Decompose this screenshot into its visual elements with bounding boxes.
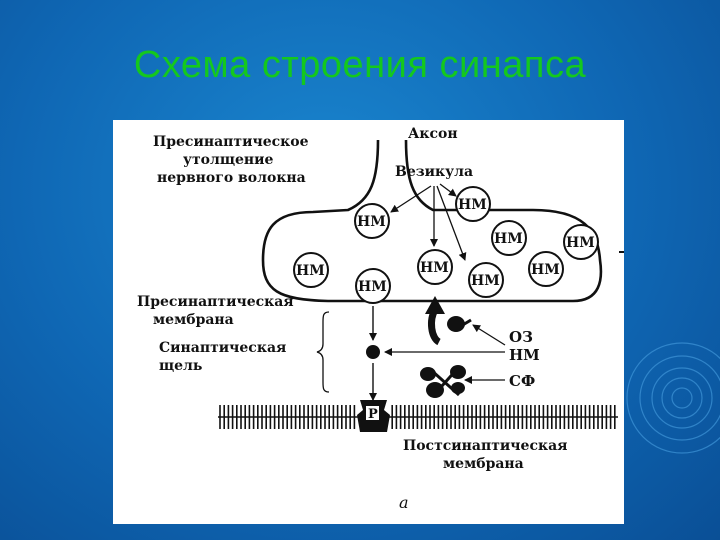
axon-label: Аксон	[408, 126, 458, 142]
synaptic-cleft-label-line2: щель	[159, 358, 202, 374]
vesicle: НМ	[491, 220, 527, 256]
vesicle: НМ	[455, 186, 491, 222]
nm-label: НМ	[509, 346, 540, 364]
reuptake-arrow	[425, 296, 472, 346]
vesicle-label: НМ	[494, 231, 523, 247]
vesicle-label: НМ	[531, 262, 560, 278]
enzyme-complex	[420, 365, 466, 398]
presynaptic-thickening-label-line1: Пресинаптическое	[153, 134, 309, 150]
vesicle-pointer-arrows	[390, 183, 467, 261]
vesicle: НМ	[468, 262, 504, 298]
oz-label: ОЗ	[509, 328, 533, 346]
vesicle: НМ	[563, 224, 599, 260]
synaptic-cleft-label-line1: Синаптическая	[159, 340, 286, 356]
postsynaptic-membrane-label-line2: мембрана	[443, 456, 524, 472]
cleft-brace	[316, 311, 330, 393]
vesicle-label: НМ	[471, 273, 500, 289]
receptor: Р	[357, 400, 390, 432]
presynaptic-thickening-label-line3: нервного волокна	[157, 170, 306, 186]
vesicle-label: НМ	[358, 279, 387, 295]
vesicle-label: НМ	[458, 197, 487, 213]
postsynaptic-membrane-label-line1: Постсинаптическая	[403, 438, 568, 454]
synapse-diagram: Р НМ НМ НМ НМ НМ НМ НМ	[137, 126, 624, 512]
receptor-label: Р	[368, 407, 378, 422]
presynaptic-thickening-label-line2: утолщение	[183, 152, 274, 168]
presynaptic-membrane-label-line2: мембрана	[153, 312, 234, 328]
vesicle-label: НМ	[357, 214, 386, 230]
vesicle: НМ	[293, 252, 329, 288]
diagram-panel: Р НМ НМ НМ НМ НМ НМ НМ	[113, 120, 624, 524]
vesicle: НМ	[528, 251, 564, 287]
vesicle-label: НМ	[296, 263, 325, 279]
vesicle-label: НМ	[420, 260, 449, 276]
vesicle: НМ	[355, 268, 391, 304]
sf-label: СФ	[509, 372, 535, 390]
vesicle-label: НМ	[566, 235, 595, 251]
vesicle-caption: Везикула	[395, 164, 473, 180]
postsynaptic-membrane	[218, 405, 618, 429]
released-neurotransmitter	[366, 345, 380, 359]
figure-caption: а	[399, 493, 409, 512]
presynaptic-membrane-label-line1: Пресинаптическая	[137, 294, 294, 310]
slide-title: Схема строения синапса	[133, 44, 587, 86]
legend-pointer-arrows	[384, 324, 506, 384]
vesicle: НМ	[417, 249, 453, 285]
vesicle: НМ	[354, 203, 390, 239]
